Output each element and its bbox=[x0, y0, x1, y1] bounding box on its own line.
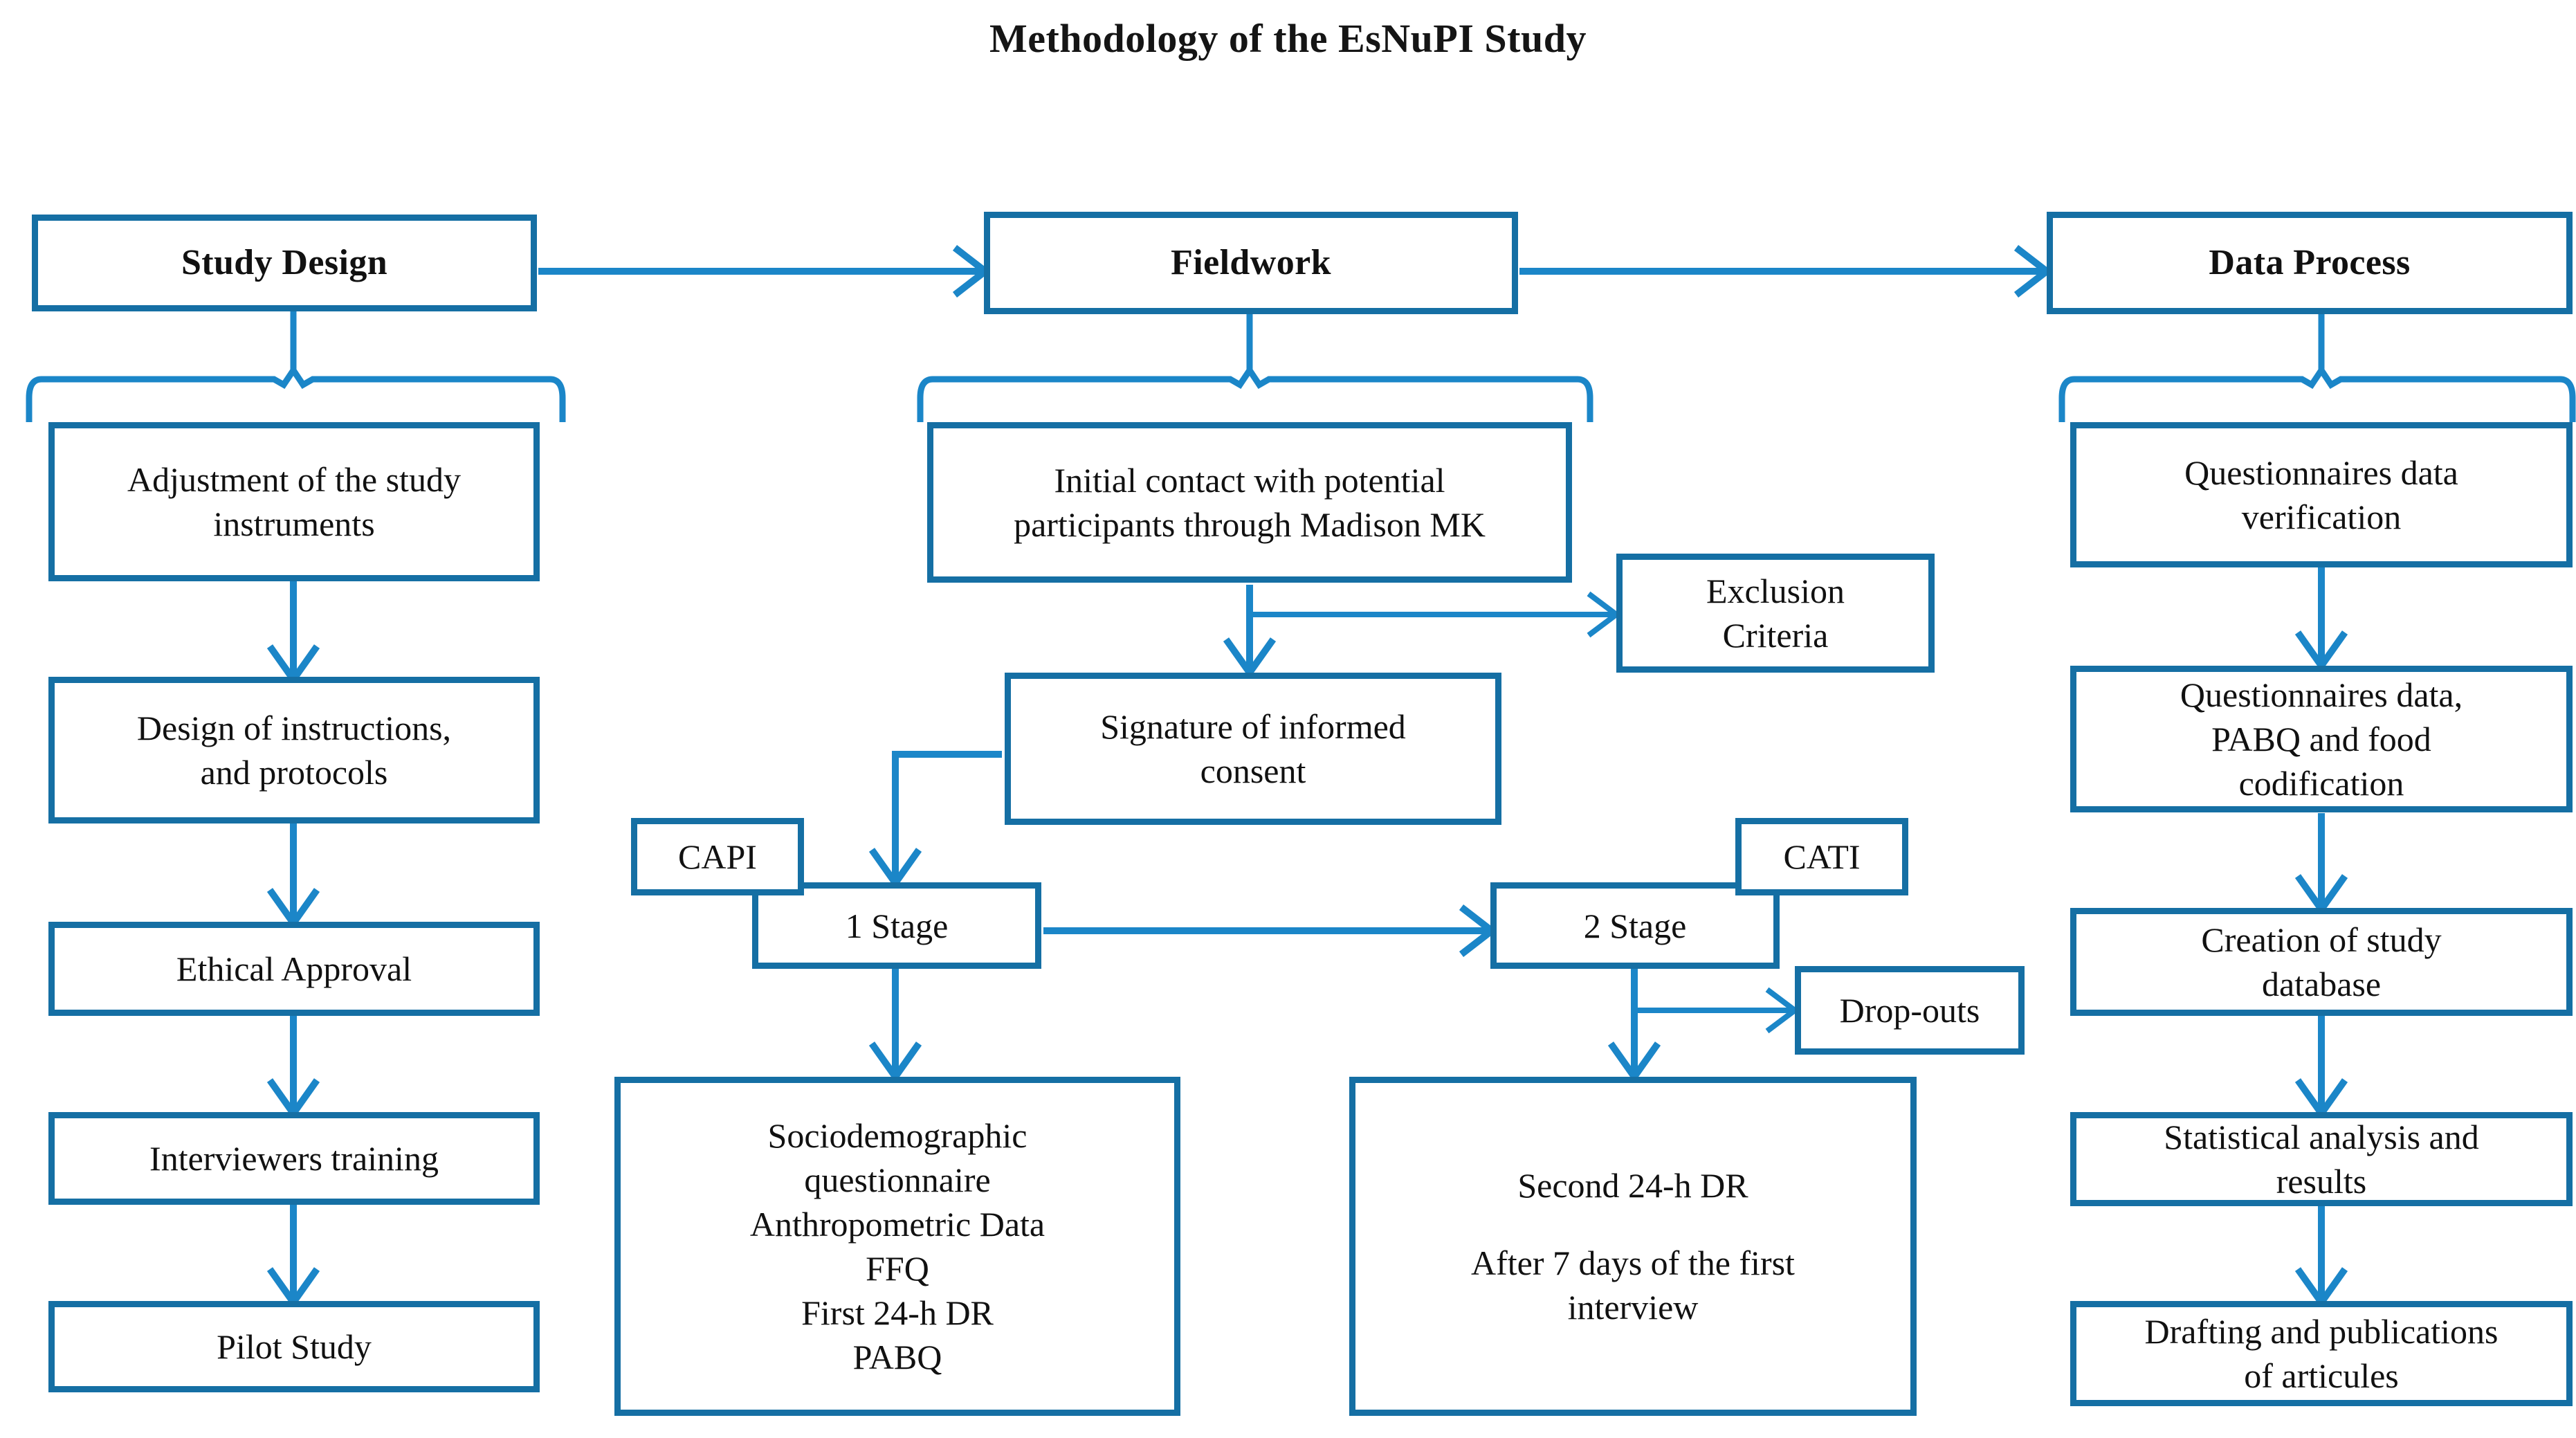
brace-study-design bbox=[26, 310, 566, 422]
arrow-consent-to-stage1 bbox=[868, 751, 1002, 889]
step-adjustment-of-study-instruments[interactable]: Adjustment of the study instruments bbox=[48, 422, 540, 581]
step-verification-line-2: verification bbox=[2241, 498, 2402, 536]
step-database-line-2: database bbox=[2261, 965, 2382, 1003]
step-adjustment-line-1: Adjustment of the study bbox=[127, 460, 461, 499]
step-design-line-1: Design of instructions, bbox=[136, 709, 452, 747]
step-drop-outs-label: Drop-outs bbox=[1839, 991, 1980, 1030]
second-interview-item-2: After 7 days of the first bbox=[1471, 1243, 1795, 1282]
step-codification-line-3: codification bbox=[2238, 764, 2404, 803]
arrow-ethical-to-training bbox=[266, 1016, 320, 1120]
step-initial-contact-line-2: participants through Madison MK bbox=[1014, 505, 1486, 544]
step-design-of-instructions[interactable]: Design of instructions, and protocols bbox=[48, 677, 540, 823]
step-2-stage[interactable]: 2 Stage bbox=[1490, 882, 1780, 969]
step-consent-line-2: consent bbox=[1200, 752, 1306, 790]
second-interview-item-3: interview bbox=[1567, 1287, 1699, 1327]
step-interviewers-training-label: Interviewers training bbox=[149, 1139, 439, 1178]
step-codification-line-1: Questionnaires data, bbox=[2180, 675, 2463, 714]
arrow-design-to-ethical bbox=[266, 823, 320, 929]
step-2-stage-label: 2 Stage bbox=[1583, 906, 1687, 945]
step-verification-line-1: Questionnaires data bbox=[2184, 453, 2458, 492]
first-interview-item-1: Sociodemographic bbox=[767, 1116, 1027, 1155]
step-consent-line-1: Signature of informed bbox=[1100, 707, 1406, 746]
step-statistics-line-1: Statistical analysis and bbox=[2164, 1118, 2479, 1156]
header-fieldwork[interactable]: Fieldwork bbox=[984, 212, 1518, 314]
arrow-statistics-to-drafting bbox=[2294, 1205, 2348, 1309]
second-interview-item-1: Second 24-h DR bbox=[1517, 1166, 1748, 1205]
arrow-stage1-to-first-interview-items bbox=[868, 969, 922, 1083]
step-data-codification[interactable]: Questionnaires data, PABQ and food codif… bbox=[2070, 666, 2573, 812]
arrow-codification-to-database bbox=[2294, 813, 2348, 916]
step-interviewers-training[interactable]: Interviewers training bbox=[48, 1112, 540, 1205]
step-statistics-line-2: results bbox=[2276, 1162, 2367, 1201]
arrow-stage2-to-second-interview bbox=[1607, 969, 1661, 1083]
first-interview-item-6: PABQ bbox=[852, 1338, 942, 1376]
step-ethical-approval[interactable]: Ethical Approval bbox=[48, 922, 540, 1016]
step-design-line-2: and protocols bbox=[200, 753, 388, 792]
first-interview-item-2: questionnaire bbox=[804, 1161, 991, 1199]
arrow-adjustment-to-design bbox=[266, 581, 320, 686]
step-1-stage-label: 1 Stage bbox=[845, 906, 949, 945]
first-interview-item-3: Anthropometric Data bbox=[749, 1205, 1045, 1244]
page-title: Methodology of the EsNuPI Study bbox=[989, 16, 1587, 61]
step-signature-informed-consent[interactable]: Signature of informed consent bbox=[1005, 673, 1501, 825]
arrow-stage1-to-stage2 bbox=[1043, 904, 1498, 957]
step-exclusion-line-2: Criteria bbox=[1722, 616, 1829, 655]
header-fieldwork-label: Fieldwork bbox=[1171, 242, 1331, 282]
step-second-interview-instruments[interactable]: Second 24-h DR After 7 days of the first… bbox=[1349, 1077, 1917, 1416]
step-pilot-study-label: Pilot Study bbox=[217, 1327, 372, 1366]
step-statistical-analysis-and-results[interactable]: Statistical analysis and results bbox=[2070, 1112, 2573, 1206]
header-data-process-label: Data Process bbox=[2209, 242, 2411, 282]
step-drafting-line-2: of articules bbox=[2244, 1356, 2399, 1395]
step-pilot-study[interactable]: Pilot Study bbox=[48, 1301, 540, 1392]
step-database-line-1: Creation of study bbox=[2201, 920, 2442, 959]
step-initial-contact[interactable]: Initial contact with potential participa… bbox=[927, 422, 1572, 583]
arrow-training-to-pilot bbox=[266, 1204, 320, 1309]
step-codification-line-2: PABQ and food bbox=[2211, 720, 2431, 758]
tag-capi[interactable]: CAPI bbox=[631, 818, 804, 895]
first-interview-item-5: First 24-h DR bbox=[801, 1293, 994, 1332]
step-creation-of-study-database[interactable]: Creation of study database bbox=[2070, 908, 2573, 1016]
step-initial-contact-line-1: Initial contact with potential bbox=[1054, 461, 1445, 500]
step-adjustment-line-2: instruments bbox=[213, 504, 375, 543]
arrow-database-to-statistics bbox=[2294, 1016, 2348, 1120]
brace-fieldwork bbox=[917, 310, 1593, 422]
step-drop-outs[interactable]: Drop-outs bbox=[1795, 966, 2025, 1055]
arrow-verification-to-codification bbox=[2294, 567, 2348, 672]
tag-cati-label: CATI bbox=[1783, 837, 1861, 876]
second-interview-spacer bbox=[1365, 1208, 1901, 1241]
step-exclusion-criteria[interactable]: Exclusion Criteria bbox=[1616, 554, 1935, 673]
arrow-fieldwork-to-data-process bbox=[1519, 245, 2053, 298]
arrow-initial-contact-to-consent bbox=[1223, 585, 1277, 679]
arrow-initial-contact-to-exclusion bbox=[1250, 591, 1621, 638]
header-data-process[interactable]: Data Process bbox=[2047, 212, 2573, 314]
header-study-design-label: Study Design bbox=[181, 242, 388, 282]
arrow-stage2-to-dropouts bbox=[1634, 987, 1800, 1034]
step-ethical-approval-label: Ethical Approval bbox=[176, 949, 412, 988]
first-interview-item-4: FFQ bbox=[866, 1249, 929, 1288]
step-1-stage[interactable]: 1 Stage bbox=[752, 882, 1041, 969]
tag-cati[interactable]: CATI bbox=[1735, 818, 1908, 895]
arrow-study-design-to-fieldwork bbox=[538, 245, 992, 298]
step-exclusion-line-1: Exclusion bbox=[1706, 572, 1845, 610]
tag-capi-label: CAPI bbox=[678, 837, 757, 876]
step-first-interview-instruments[interactable]: Sociodemographic questionnaire Anthropom… bbox=[614, 1077, 1180, 1416]
step-questionnaires-data-verification[interactable]: Questionnaires data verification bbox=[2070, 422, 2573, 567]
step-drafting-and-publications[interactable]: Drafting and publications of articules bbox=[2070, 1301, 2573, 1406]
step-drafting-line-1: Drafting and publications bbox=[2144, 1312, 2499, 1351]
header-study-design[interactable]: Study Design bbox=[32, 215, 537, 311]
brace-data-process bbox=[2058, 310, 2576, 422]
